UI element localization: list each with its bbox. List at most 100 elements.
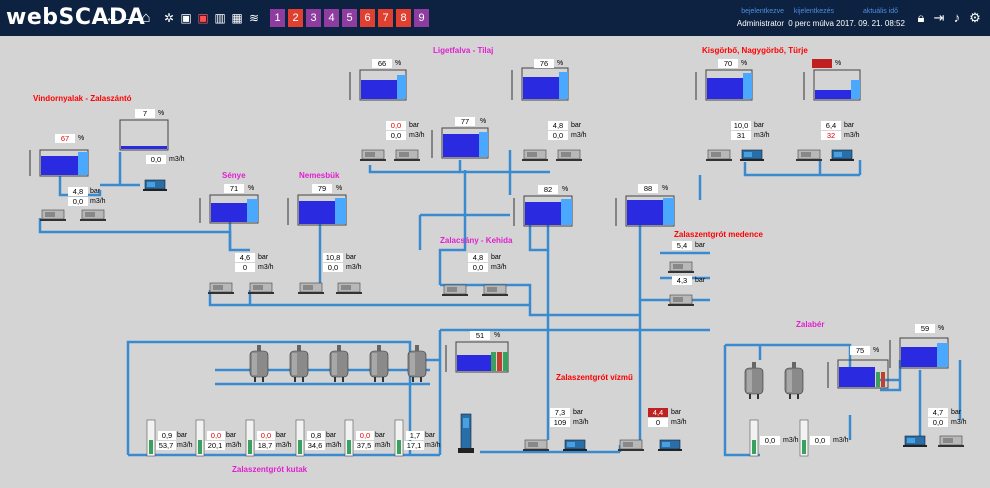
well-3-flow: 18,7: [255, 441, 275, 450]
well-1-flow: 53,7: [156, 441, 176, 450]
nem-pressure-unit: bar: [346, 254, 357, 261]
tank-shapes: [39, 67, 949, 389]
well-1-flow-unit: m3/h: [177, 442, 193, 449]
home-icon[interactable]: ⌂: [141, 9, 151, 26]
site-label-zalaszentgrot-medence: Zalaszentgrót medence: [674, 230, 763, 239]
tank-unit-t9: %: [336, 185, 343, 192]
zb-flow-2-unit: m3/h: [833, 437, 849, 444]
sen-pressure-unit: bar: [258, 254, 269, 261]
kis-a-flow: 31: [731, 131, 751, 140]
tank-unit-t12: %: [494, 332, 501, 339]
well-2-flow-unit: m3/h: [226, 442, 242, 449]
vizmu-pressure: 7,3: [550, 408, 570, 417]
vizmu2-pressure-unit: bar: [671, 409, 682, 416]
well-3-pressure-unit: bar: [276, 432, 287, 439]
vizmu-flow-unit: m3/h: [573, 419, 589, 426]
site-label-senye: Sénye: [222, 171, 246, 180]
well-2-pressure-unit: bar: [226, 432, 237, 439]
vizmu-flow: 109: [550, 418, 570, 427]
table-icon[interactable]: ▦: [231, 11, 243, 25]
tank-unit-t13: %: [873, 347, 880, 354]
tank-level-t14: 59: [915, 324, 935, 333]
well-3-pressure: 0,0: [257, 431, 275, 440]
sen-flow: 0: [235, 263, 255, 272]
network-icon[interactable]: ✲: [163, 11, 175, 25]
site-label-zalacsany: Zalacsány - Kehida: [440, 236, 513, 245]
lig-b-pressure-unit: bar: [571, 122, 582, 129]
well-6-flow-unit: m3/h: [425, 442, 441, 449]
tank-unit-t11: %: [662, 185, 669, 192]
tank-unit-t5: %: [835, 60, 842, 67]
tank-unit-t7: %: [78, 135, 85, 142]
arrow-left-icon[interactable]: ←: [104, 9, 120, 26]
vizmu-pressure-unit: bar: [573, 409, 584, 416]
arrow-right-icon[interactable]: →: [121, 9, 137, 26]
tank-unit-t4: %: [741, 60, 748, 67]
site-label-ligetfalva: Ligetfalva - Tilaj: [433, 46, 494, 55]
well-2-pressure: 0,0: [207, 431, 225, 440]
well-6-pressure: 1,7: [406, 431, 424, 440]
well-3-flow-unit: m3/h: [276, 442, 292, 449]
vizmu2-flow-unit: m3/h: [671, 419, 687, 426]
vin-flow-unit: m3/h: [169, 156, 185, 163]
tank-level-t3: 77: [455, 117, 475, 126]
vizmu2-pressure: 4,4: [648, 408, 668, 417]
tank-level-t1: 66: [372, 59, 392, 68]
kis-b-pressure-unit: bar: [844, 122, 855, 129]
tank-level-t11: 88: [638, 184, 658, 193]
tank-level-t2: 76: [534, 59, 554, 68]
tab-9[interactable]: 9: [414, 9, 429, 27]
zb-flow-1-unit: m3/h: [783, 437, 799, 444]
med-b-pressure: 4,3: [672, 276, 692, 285]
well-4-flow: 34,6: [305, 441, 325, 450]
kis-b-pressure: 6,4: [821, 121, 841, 130]
lig-a-pressure: 0,0: [386, 121, 406, 130]
wifi-icon[interactable]: ≋: [248, 11, 260, 25]
logout-countdown: 0 perc múlva: [788, 19, 834, 28]
alarm-image-icon[interactable]: ▣: [197, 11, 209, 25]
vin-pressure: 4,8: [68, 187, 88, 196]
well-5-pressure-unit: bar: [375, 432, 386, 439]
tab-3[interactable]: 3: [306, 9, 321, 27]
well-5-flow: 37,5: [354, 441, 374, 450]
tank-unit-t8: %: [248, 185, 255, 192]
sound-icon[interactable]: ♪: [953, 10, 961, 25]
tank-unit-t3: %: [480, 118, 487, 125]
vin-flow: 0,0: [146, 155, 166, 164]
zb-flow-3: 0,0: [928, 418, 948, 427]
lig-b-flow-unit: m3/h: [571, 132, 587, 139]
chart-icon[interactable]: ▥: [214, 11, 226, 25]
well-5-flow-unit: m3/h: [375, 442, 391, 449]
zc-pressure-unit: bar: [491, 254, 502, 261]
tank-unit-t1: %: [395, 60, 402, 67]
tab-1[interactable]: 1: [270, 9, 285, 27]
zb-flow-2: 0,0: [810, 436, 830, 445]
vin-pressure-unit: bar: [90, 188, 101, 195]
lock-icon[interactable]: 🔒︎: [917, 10, 925, 25]
tank-level-t9: 79: [312, 184, 332, 193]
tab-6[interactable]: 6: [360, 9, 375, 27]
settings-icon[interactable]: ⚙: [969, 10, 981, 25]
site-label-vindornyalak: Vindornyalak - Zalaszántó: [33, 94, 132, 103]
logout-icon[interactable]: ⇥: [933, 10, 945, 25]
tab-5[interactable]: 5: [342, 9, 357, 27]
kis-b-flow: 32: [821, 131, 841, 140]
tab-4[interactable]: 4: [324, 9, 339, 27]
site-label-zalaszentgrot-vizmu: Zalaszentgrót vízmű: [556, 373, 633, 382]
site-label-nemesbuk: Nemesbük: [299, 171, 340, 180]
logout-label: kijelentkezés: [793, 8, 834, 15]
tank-unit-t2: %: [557, 60, 564, 67]
tab-2[interactable]: 2: [288, 9, 303, 27]
lig-a-flow: 0,0: [386, 131, 406, 140]
vizmu2-flow: 0: [648, 418, 668, 427]
tab-7[interactable]: 7: [378, 9, 393, 27]
lig-a-flow-unit: m3/h: [409, 132, 425, 139]
tab-8[interactable]: 8: [396, 9, 411, 27]
lig-b-flow: 0,0: [548, 131, 568, 140]
image-icon[interactable]: ▣: [180, 11, 192, 25]
well-1-pressure-unit: bar: [177, 432, 188, 439]
well-5-pressure: 0,0: [356, 431, 374, 440]
time-label: aktuális idő: [862, 8, 898, 15]
tank-unit-t14: %: [938, 325, 945, 332]
med-b-pressure-unit: bar: [695, 277, 706, 284]
